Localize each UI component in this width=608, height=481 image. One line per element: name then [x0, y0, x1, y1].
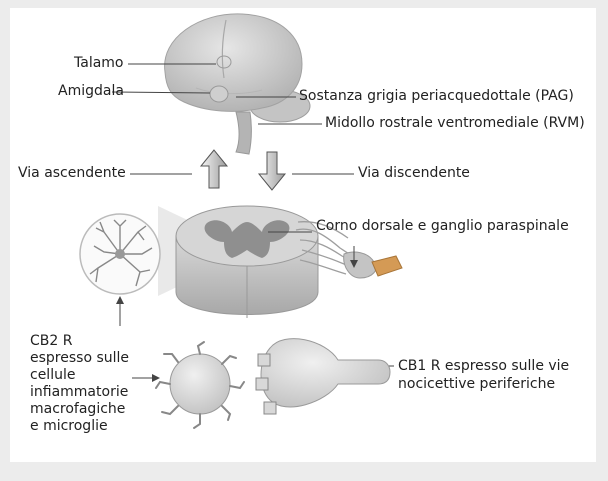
label-cb1-line: nocicettive periferiche — [398, 375, 569, 393]
label-pag: Sostanza grigia periacquedottale (PAG) — [299, 88, 574, 105]
nociceptive-terminal-illustration — [256, 339, 390, 414]
label-cb2-line: espresso sulle — [30, 350, 129, 367]
label-talamo: Talamo — [74, 55, 124, 72]
label-via-discendente: Via discendente — [358, 165, 470, 182]
label-corno-dorsale: Corno dorsale e ganglio paraspinale — [316, 218, 569, 235]
label-cb2-line: e microglie — [30, 418, 129, 435]
receptor — [258, 354, 270, 366]
label-cb2-line: infiammatorie — [30, 384, 129, 401]
inflammatory-cell-illustration — [156, 342, 244, 428]
descending-arrow — [259, 152, 285, 190]
brain-illustration — [165, 14, 310, 154]
label-amigdala: Amigdala — [58, 83, 124, 100]
paraspinal-ganglion — [344, 252, 376, 278]
receptor — [256, 378, 268, 390]
amigdala-marker — [210, 86, 228, 102]
brainstem — [236, 112, 251, 154]
receptor — [264, 402, 276, 414]
label-rvm: Midollo rostrale ventromediale (RVM) — [325, 115, 585, 132]
label-cb1-line: CB1 R espresso sulle vie — [398, 357, 569, 375]
ascending-arrow — [201, 150, 227, 188]
label-cb2-line: CB2 R — [30, 333, 129, 350]
label-via-ascendente: Via ascendente — [18, 165, 126, 182]
label-cb1: CB1 R espresso sulle vie nocicettive per… — [398, 357, 569, 393]
nerve-root — [372, 256, 402, 276]
label-cb2-line: macrofagiche — [30, 401, 129, 418]
label-cb2: CB2 R espresso sulle cellule infiammator… — [30, 333, 129, 435]
label-cb2-line: cellule — [30, 367, 129, 384]
